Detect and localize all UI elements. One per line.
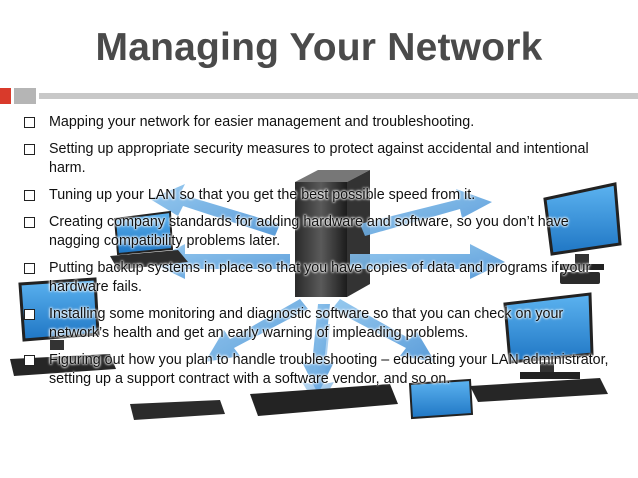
bullet-text: Mapping your network for easier manageme… <box>49 114 475 130</box>
checkbox-bullet-icon <box>24 117 35 128</box>
network-diagram-illustration <box>10 170 622 420</box>
slide-title: Managing Your Network <box>95 26 543 69</box>
bullet-text: Creating company standards for adding ha… <box>49 214 569 249</box>
list-item: Tuning up your LAN so that you get the b… <box>22 186 622 205</box>
connection-arrows <box>150 184 505 409</box>
monitor-icon <box>543 182 622 284</box>
checkbox-bullet-icon <box>24 263 35 274</box>
accent-gap-2 <box>36 88 39 104</box>
accent-red-block <box>0 88 11 104</box>
accent-gray-block <box>14 88 36 104</box>
list-item: Mapping your network for easier manageme… <box>22 113 622 132</box>
list-item: Putting backup systems in place so that … <box>22 259 622 297</box>
monitor-icon <box>18 277 100 350</box>
checkbox-bullet-icon <box>24 355 35 366</box>
monitor-icon <box>503 292 594 379</box>
bullet-text: Figuring out how you plan to handle trou… <box>49 352 609 387</box>
server-tower-icon <box>295 170 370 297</box>
list-item: Figuring out how you plan to handle trou… <box>22 351 622 389</box>
accent-gap <box>11 88 14 104</box>
bullet-text: Setting up appropriate security measures… <box>49 141 589 176</box>
bullet-text: Installing some monitoring and diagnosti… <box>49 306 564 341</box>
keyboard-icon <box>10 354 116 376</box>
monitor-icon <box>408 378 474 420</box>
checkbox-bullet-icon <box>24 309 35 320</box>
list-item: Setting up appropriate security measures… <box>22 140 622 178</box>
title-accent-bar <box>0 88 638 104</box>
bullet-text: Putting backup systems in place so that … <box>49 260 591 295</box>
checkbox-bullet-icon <box>24 190 35 201</box>
keyboard-icon <box>130 384 398 420</box>
bullet-list: Mapping your network for easier manageme… <box>22 113 622 397</box>
keyboard-icon <box>470 378 608 402</box>
checkbox-bullet-icon <box>24 217 35 228</box>
checkbox-bullet-icon <box>24 144 35 155</box>
bullet-text: Tuning up your LAN so that you get the b… <box>49 187 476 203</box>
list-item: Creating company standards for adding ha… <box>22 213 622 251</box>
list-item: Installing some monitoring and diagnosti… <box>22 305 622 343</box>
laptop-icon <box>110 210 188 270</box>
accent-rule <box>39 93 638 99</box>
